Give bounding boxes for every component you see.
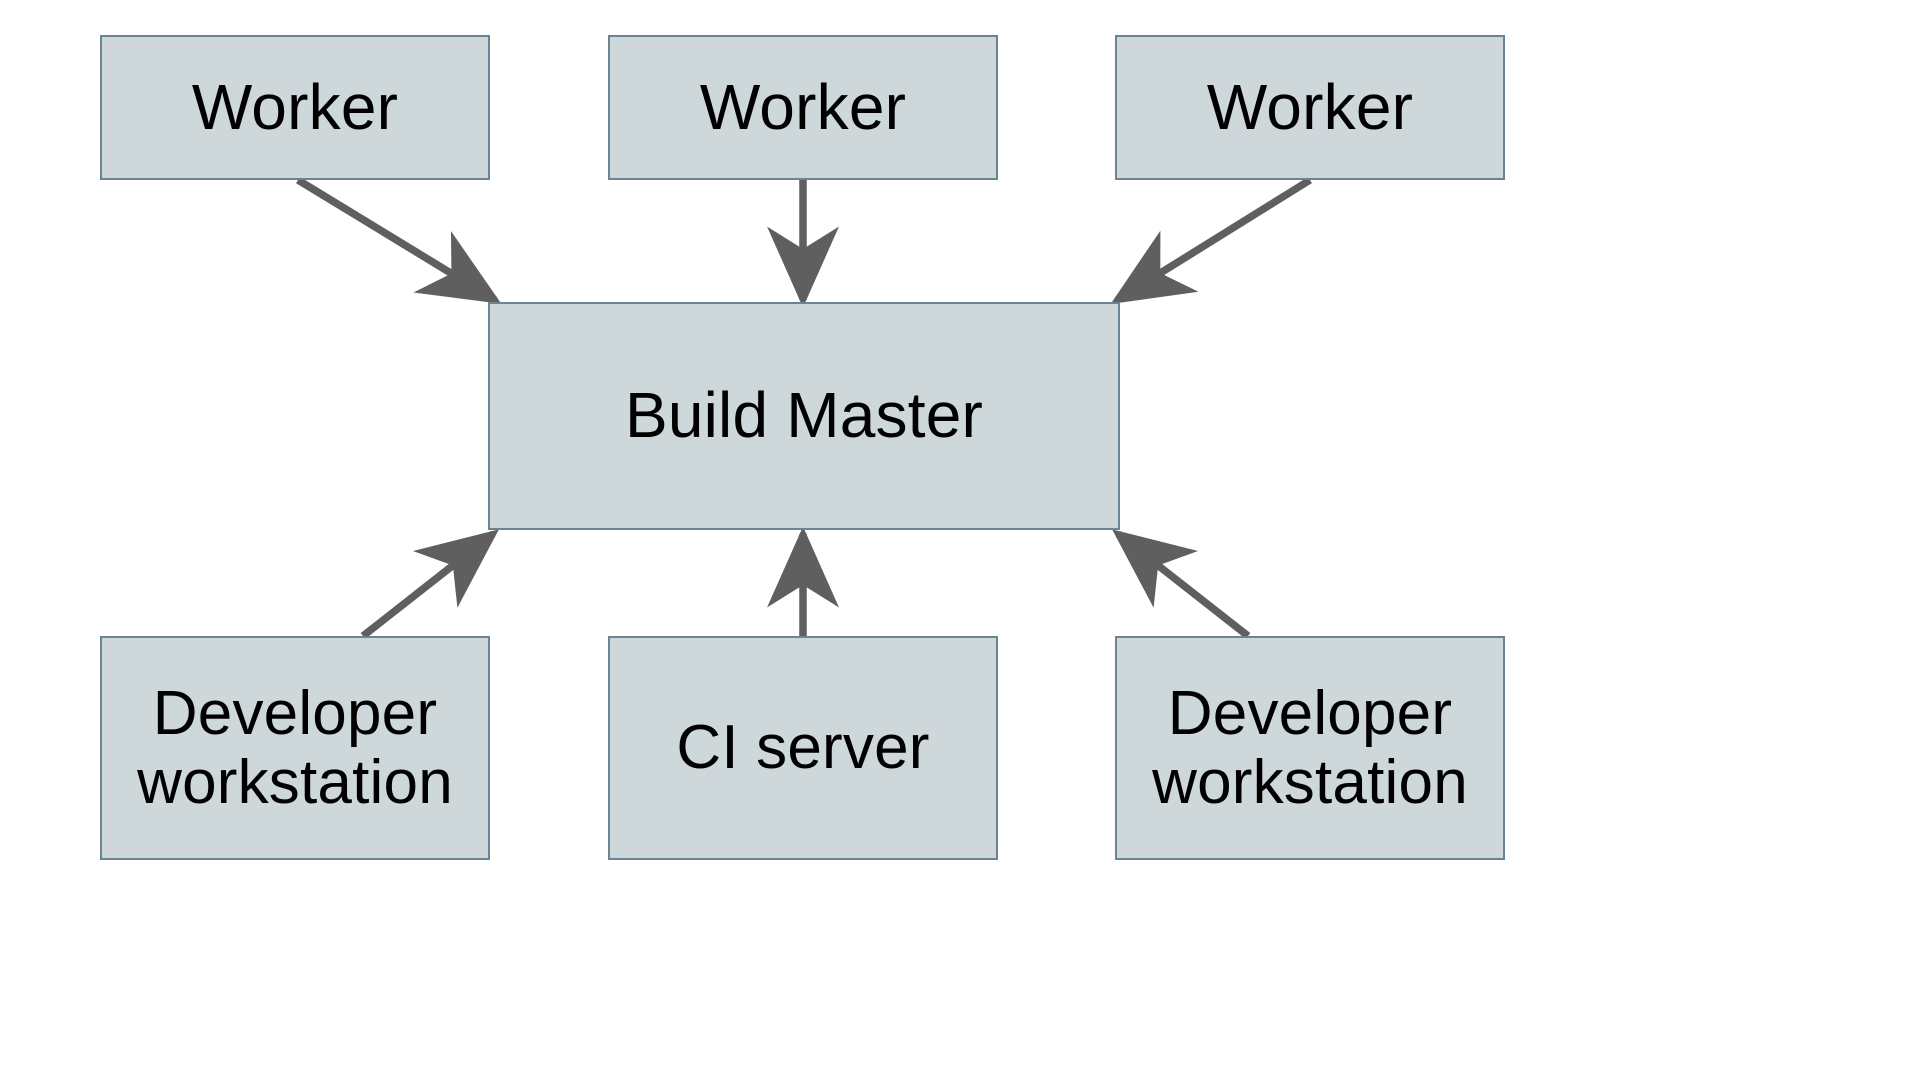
node-worker-3[interactable]: Worker xyxy=(1115,35,1505,180)
node-ci-server-label: CI server xyxy=(676,713,930,783)
node-developer-workstation-right[interactable]: Developer workstation xyxy=(1115,636,1505,860)
node-worker-3-label: Worker xyxy=(1206,70,1414,143)
node-developer-workstation-left[interactable]: Developer workstation xyxy=(100,636,490,860)
node-worker-2[interactable]: Worker xyxy=(608,35,998,180)
node-build-master-label: Build Master xyxy=(624,379,984,452)
edge-worker-1-to-build-master xyxy=(296,176,502,304)
edge-developer-workstation-left-to-build-master xyxy=(360,529,499,639)
edge-worker-3-to-build-master xyxy=(1110,176,1312,304)
node-developer-workstation-left-label: Developer workstation xyxy=(137,678,453,817)
node-worker-1-label: Worker xyxy=(191,70,399,143)
node-worker-2-label: Worker xyxy=(699,70,907,143)
node-ci-server[interactable]: CI server xyxy=(608,636,998,860)
node-developer-workstation-right-label: Developer workstation xyxy=(1152,678,1468,817)
edge-developer-workstation-right-to-build-master xyxy=(1112,529,1251,639)
node-worker-1[interactable]: Worker xyxy=(100,35,490,180)
node-build-master[interactable]: Build Master xyxy=(488,302,1120,530)
